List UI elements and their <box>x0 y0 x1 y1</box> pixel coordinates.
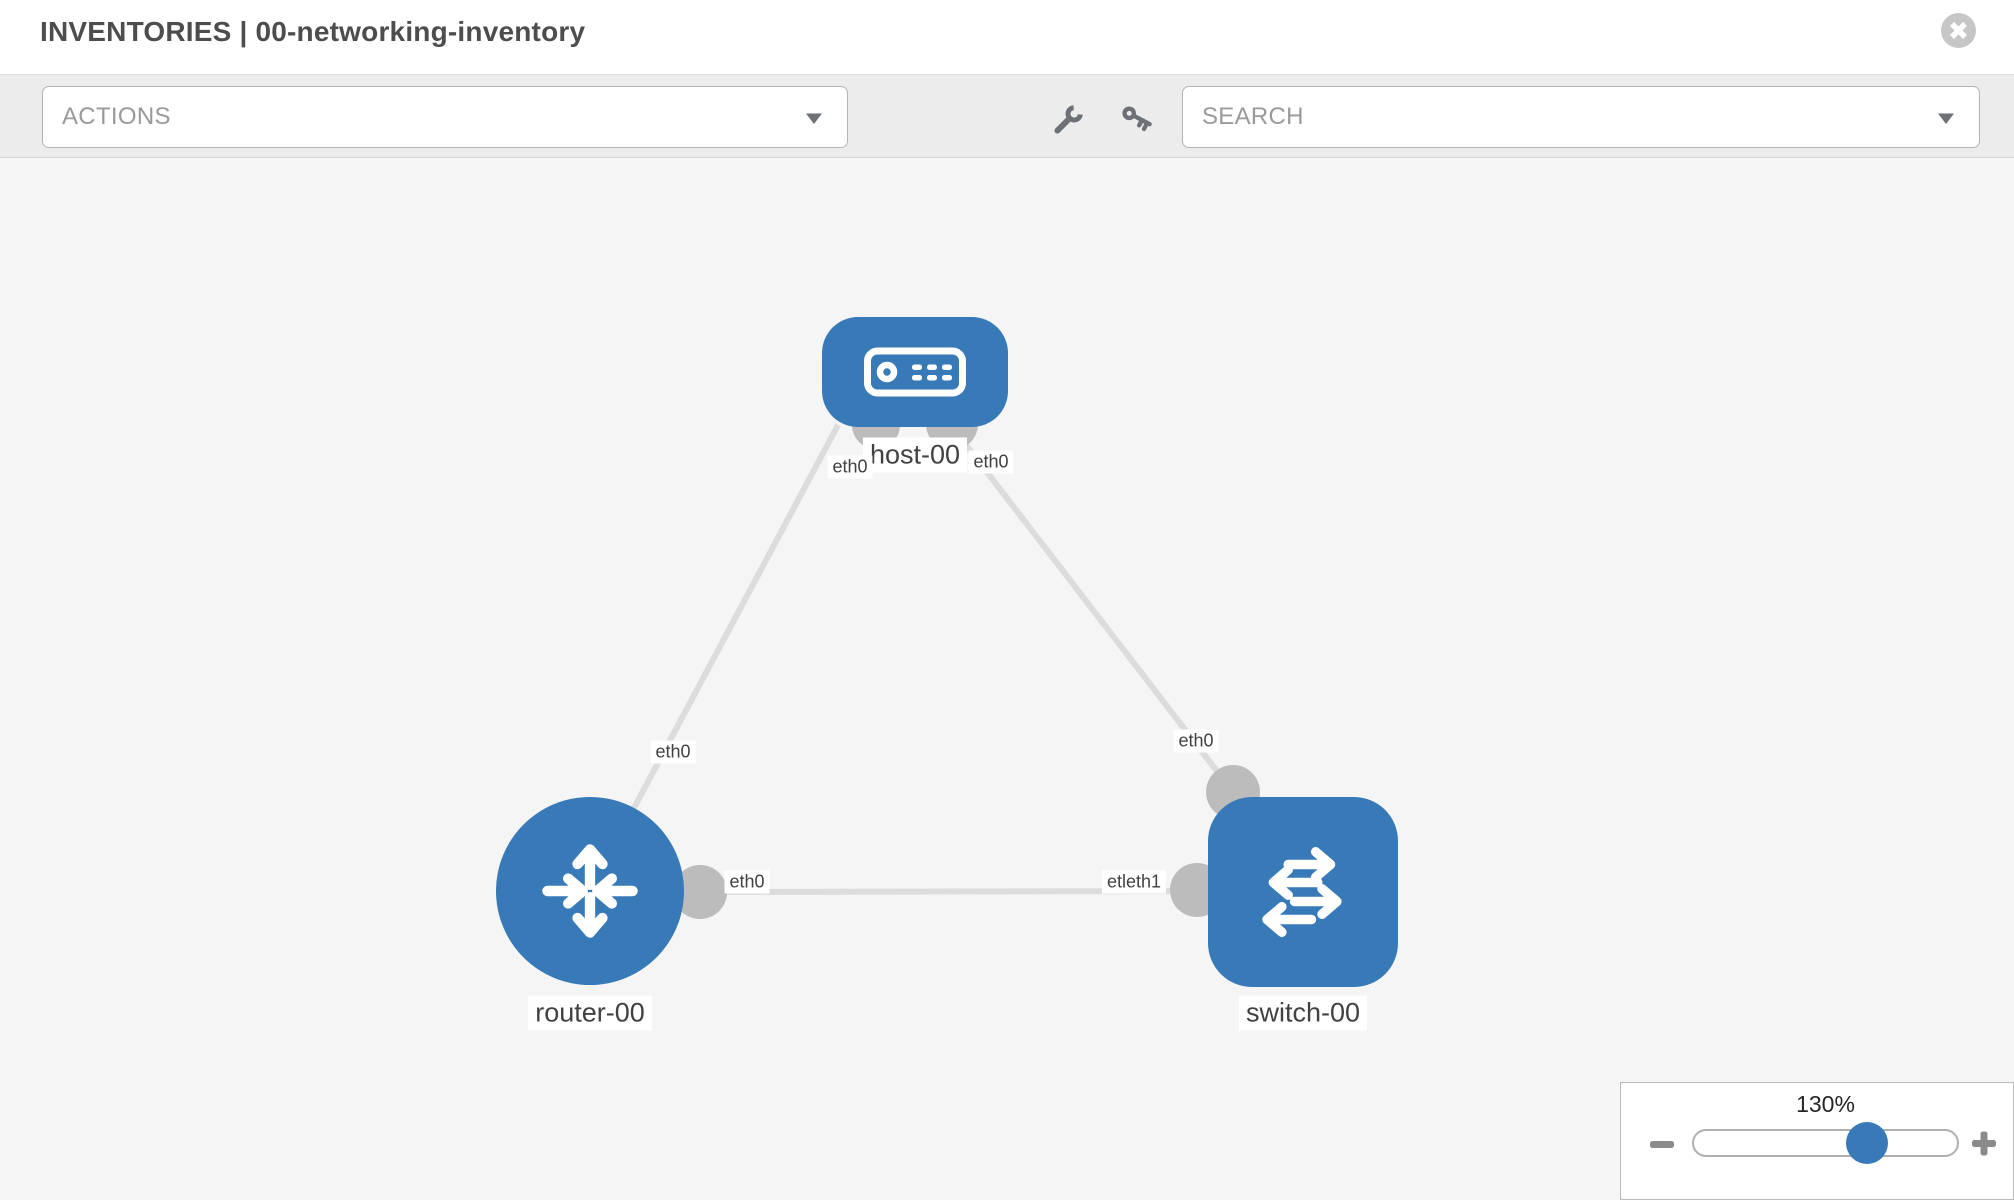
zoom-level: 130% <box>1796 1091 1855 1117</box>
chevron-down-icon <box>1938 113 1954 124</box>
interface-label: eth0 <box>1173 729 1219 753</box>
node-label-switch: switch-00 <box>1238 995 1368 1031</box>
actions-dropdown[interactable]: ACTIONS <box>42 86 848 148</box>
interface-label: eth0 <box>827 455 873 479</box>
zoom-panel: 130% <box>1620 1082 2014 1200</box>
credentials-button[interactable] <box>1114 99 1158 143</box>
tools-button[interactable] <box>1045 99 1089 143</box>
interface-label: eth0 <box>724 870 770 894</box>
switch-icon <box>1262 847 1342 937</box>
node-label-router: router-00 <box>528 995 652 1031</box>
zoom-slider-thumb[interactable] <box>1846 1122 1888 1164</box>
zoom-in-button[interactable] <box>1971 1123 1997 1163</box>
interface-label: eth0 <box>650 740 696 764</box>
topology-canvas: host-00 router-00 switch-00 eth0 eth0 et… <box>0 158 2014 1200</box>
host-icon <box>864 347 966 397</box>
node-router-00[interactable] <box>496 797 684 985</box>
node-label-host: host-00 <box>862 437 968 473</box>
chevron-down-icon <box>806 113 822 124</box>
search-dropdown[interactable]: SEARCH <box>1182 86 1980 148</box>
header: INVENTORIES | 00-networking-inventory <box>0 0 2014 74</box>
page-title: INVENTORIES | 00-networking-inventory <box>40 16 586 47</box>
key-icon <box>1122 106 1152 132</box>
close-icon <box>1950 22 1967 39</box>
router-icon <box>542 844 638 938</box>
close-button[interactable] <box>1941 13 1976 48</box>
interface-label: etleth1 <box>1101 870 1167 894</box>
search-dropdown-label: SEARCH <box>1202 103 1304 130</box>
actions-dropdown-label: ACTIONS <box>62 103 171 130</box>
zoom-out-button[interactable] <box>1649 1131 1675 1157</box>
toolbar: ACTIONS <box>0 74 2014 158</box>
zoom-slider[interactable] <box>1692 1122 1959 1164</box>
interface-label: eth0 <box>968 450 1014 474</box>
node-switch-00[interactable] <box>1208 797 1398 987</box>
topology-links <box>631 398 1260 919</box>
wrench-icon <box>1054 105 1083 134</box>
node-host-00[interactable] <box>822 317 1008 427</box>
endpoint-router-right <box>673 865 727 919</box>
